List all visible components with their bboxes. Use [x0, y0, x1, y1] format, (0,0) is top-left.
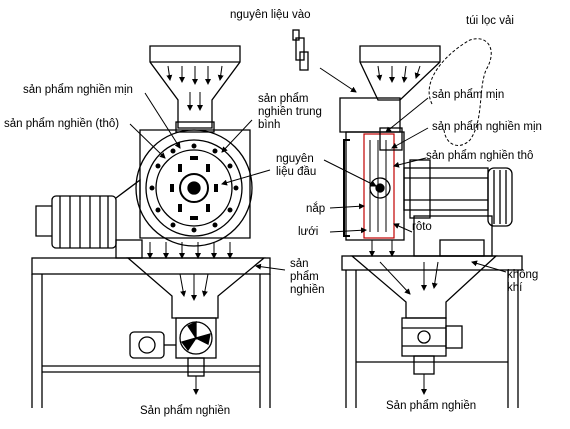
label-output-left: Sản phẩm nghiền: [140, 405, 231, 417]
filter-bag: [428, 38, 492, 146]
left-housing: [135, 121, 253, 247]
label-cover: nắp: [306, 203, 326, 215]
left-leaders: [129, 92, 286, 271]
right-drive: [403, 159, 513, 257]
label-fine-product-r2: sản phẩm nghiền mịn: [432, 121, 542, 133]
label-coarse-product-r: sản phẩm nghiền thô: [426, 150, 534, 162]
right-frame: [341, 255, 523, 408]
label-medium-product: sản phẩm nghiền trung bình: [258, 93, 322, 131]
left-hopper: [149, 45, 241, 129]
left-frame: [31, 257, 271, 408]
label-fine-product-r1: sản phẩm mịn: [432, 89, 505, 101]
left-fan: [129, 317, 217, 395]
label-input-material: nguyên liệu vào: [230, 9, 311, 21]
label-rotor: rôto: [412, 221, 432, 233]
right-mill-body: [339, 97, 405, 241]
left-motor: [35, 178, 143, 259]
left-collector: [126, 242, 266, 319]
label-output-right: Sản phẩm nghiền: [386, 400, 477, 412]
input-pipe-icon: [292, 29, 309, 71]
right-view: [292, 29, 523, 408]
label-air: không khí: [507, 269, 539, 294]
right-collector: [350, 240, 498, 319]
label-fine-product-left: sản phẩm nghiền mịn: [23, 84, 133, 96]
left-view: [31, 45, 286, 408]
label-screen: lưới: [298, 226, 319, 238]
right-valve: [401, 317, 463, 395]
label-filter-bag: túi lọc vải: [466, 15, 514, 27]
label-initial-material: nguyên liệu đầu: [276, 153, 317, 178]
label-ground-product-mid: sản phẩm nghiền: [290, 258, 325, 296]
label-coarse-product-left: sản phẩm nghiền (thô): [4, 118, 120, 130]
right-hopper: [359, 45, 441, 101]
rotor-blades: [149, 143, 239, 233]
right-leaders: [323, 97, 507, 273]
